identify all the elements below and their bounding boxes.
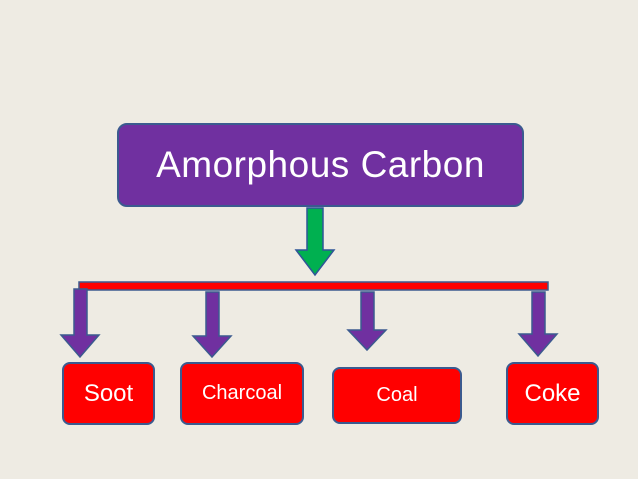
root-node-box: Amorphous Carbon xyxy=(117,123,524,207)
child-node-label: Coal xyxy=(376,384,418,406)
child-node-coke: Coke xyxy=(506,362,599,425)
child-node-label: Soot xyxy=(83,379,134,407)
branch-arrow-coke xyxy=(517,291,559,358)
branch-arrow-coal xyxy=(346,291,388,352)
child-node-charcoal: Charcoal xyxy=(180,362,304,425)
child-node-soot: Soot xyxy=(62,362,155,425)
branch-bar xyxy=(78,281,549,291)
root-node-label: Amorphous Carbon xyxy=(156,144,485,185)
branch-arrow-charcoal xyxy=(191,291,233,359)
child-node-coal: Coal xyxy=(332,367,462,424)
branch-arrow-soot xyxy=(59,288,101,359)
child-node-label: Coke xyxy=(524,379,581,407)
child-node-label: Charcoal xyxy=(201,382,283,404)
root-down-arrow xyxy=(294,207,336,277)
